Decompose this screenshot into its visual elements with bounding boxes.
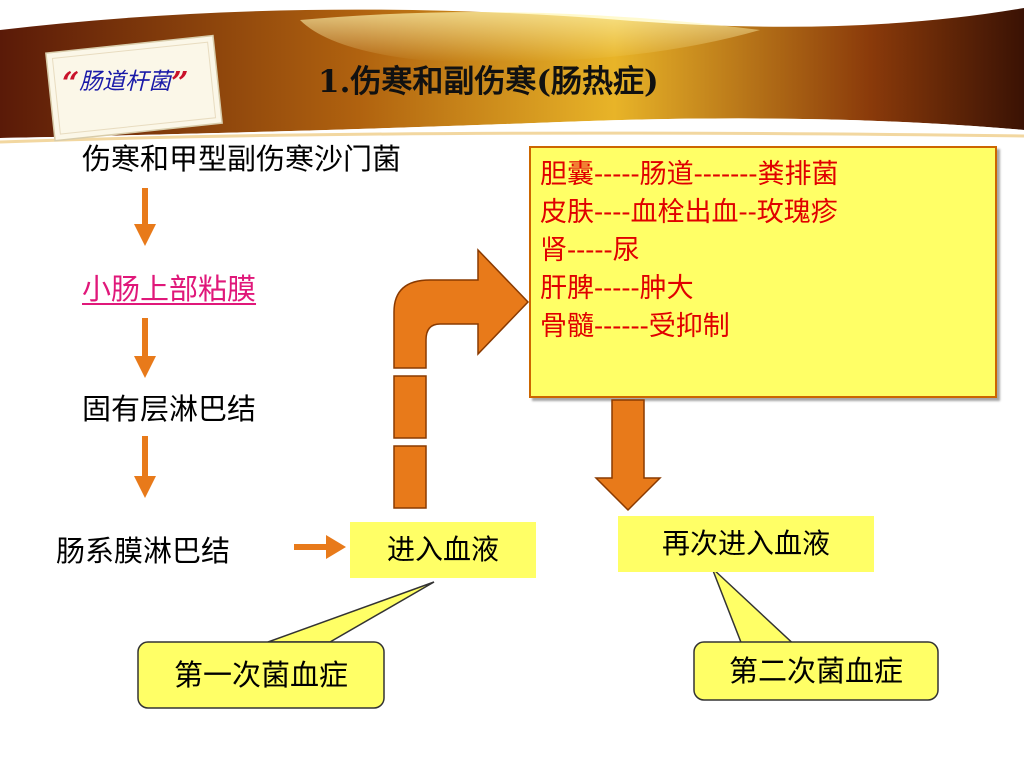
organ-line: 皮肤----血栓出血--玫瑰疹 bbox=[540, 197, 838, 228]
slide-title: 1.伤寒和副伤寒(肠热症) bbox=[318, 64, 659, 100]
organ-line: 肾-----尿 bbox=[540, 235, 640, 266]
down-arrow-icon bbox=[134, 318, 156, 378]
bent-up-arrow-icon bbox=[393, 248, 530, 509]
flow-step-mesenteric-lymph: 肠系膜淋巴结 bbox=[56, 534, 231, 568]
right-arrow-icon bbox=[294, 535, 346, 559]
organ-line: 胆囊-----肠道-------粪排菌 bbox=[540, 159, 839, 190]
enter-blood-box: 进入血液 bbox=[350, 522, 536, 578]
callout-tail-second bbox=[711, 567, 802, 651]
flow-step-salmonella: 伤寒和甲型副伤寒沙门菌 bbox=[82, 142, 402, 176]
first-bacteremia-label: 第一次菌血症 bbox=[173, 658, 348, 692]
callout-tail-first bbox=[267, 581, 435, 643]
down-block-arrow-icon bbox=[594, 399, 662, 512]
down-arrow-icon bbox=[134, 436, 156, 498]
reenter-blood-box: 再次进入血液 bbox=[618, 516, 874, 572]
open-quote-icon: “ bbox=[62, 66, 80, 101]
organ-line: 肝脾-----肿大 bbox=[540, 273, 694, 304]
close-quote-icon: ” bbox=[171, 66, 189, 101]
down-arrow-icon bbox=[134, 188, 156, 246]
header-banner bbox=[0, 8, 1024, 150]
flow-step-small-intestine-link[interactable]: 小肠上部粘膜 bbox=[82, 272, 257, 306]
logo-card bbox=[45, 34, 223, 142]
organ-line: 骨髓------受抑制 bbox=[540, 311, 730, 342]
second-bacteremia-label: 第二次菌血症 bbox=[728, 654, 903, 688]
logo-label: 肠道杆菌 bbox=[79, 69, 172, 95]
organ-dissemination-box: 胆囊-----肠道-------粪排菌 皮肤----血栓出血--玫瑰疹 肾---… bbox=[529, 146, 997, 398]
logo-text: “肠道杆菌” bbox=[62, 62, 189, 101]
flow-step-lamina-propria: 固有层淋巴结 bbox=[82, 392, 257, 426]
